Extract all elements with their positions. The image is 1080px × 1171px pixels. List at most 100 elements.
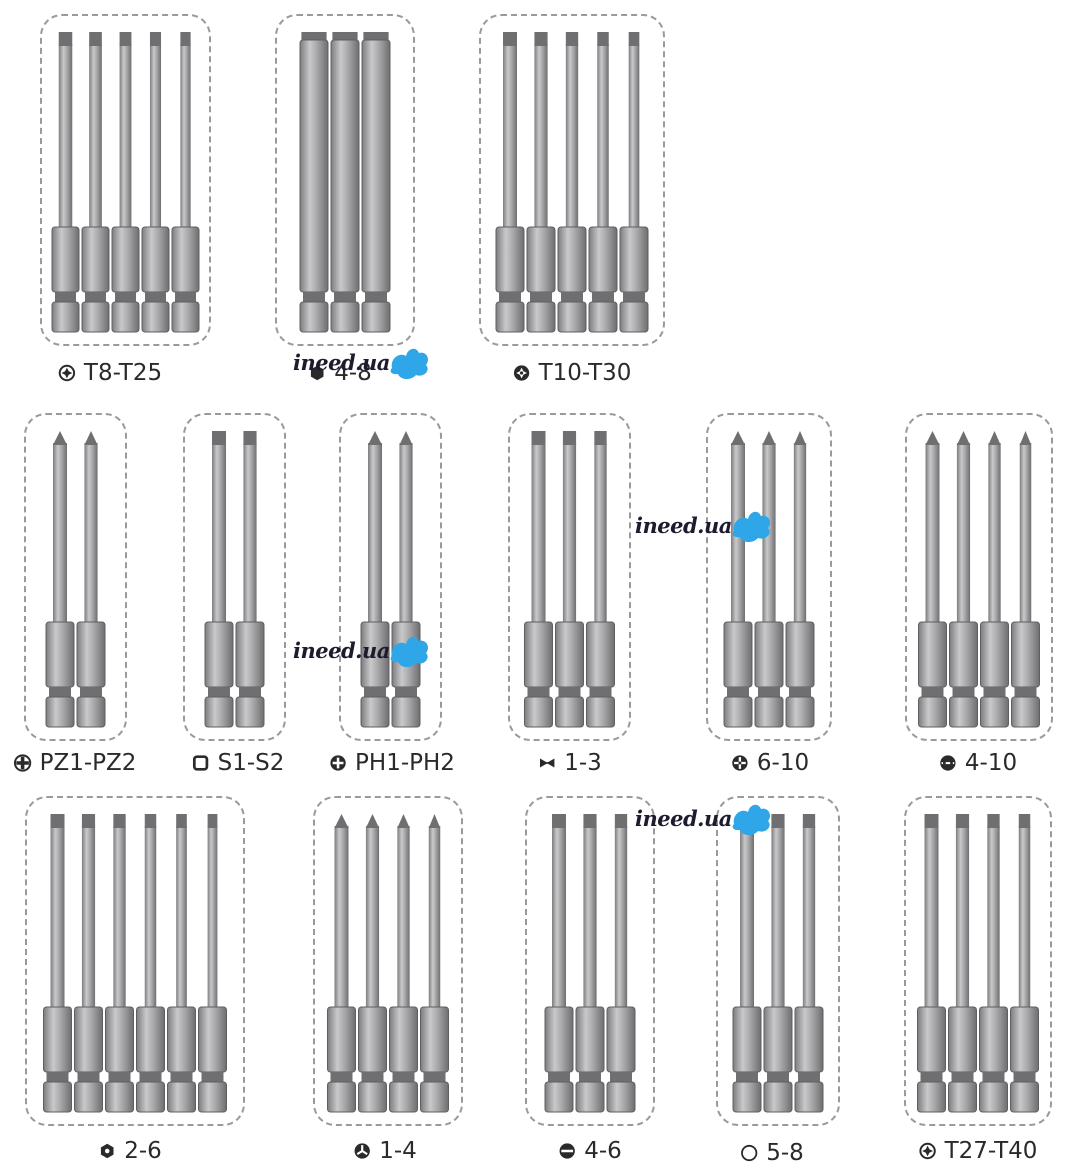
bit-set-image: [360, 431, 421, 728]
bit-group-torx-t10-t30: [479, 14, 665, 346]
screwdriver-bit: [198, 814, 227, 1113]
group-label-s1-s2: S1-S2: [192, 748, 284, 778]
screwdriver-bit: [51, 32, 80, 333]
bit-group-phillips: [339, 413, 442, 741]
bit-set-image: [917, 814, 1039, 1113]
screwdriver-bit: [544, 814, 574, 1113]
screwdriver-bit: [948, 814, 977, 1113]
bit-group-cross-slot: [706, 413, 832, 741]
screwdriver-bit: [76, 431, 106, 728]
screwdriver-bit: [763, 814, 793, 1113]
group-label-1-3: 1-3: [538, 748, 602, 778]
watermark: ineed.ua: [293, 342, 432, 382]
group-label-pz1-pz2: PZ1-PZ2: [13, 748, 136, 778]
screwdriver-bit: [495, 32, 525, 333]
screwdriver-bit: [588, 32, 618, 333]
screwdriver-bit: [619, 32, 649, 333]
group-label-2-6: 2-6: [98, 1136, 162, 1166]
screwdriver-bit: [785, 431, 815, 728]
screwdriver-bit: [171, 32, 200, 333]
group-label-5-8: 5-8: [740, 1138, 804, 1168]
torx-icon: [58, 364, 76, 382]
screwdriver-bit: [557, 32, 587, 333]
group-label-t27-t40: T27-T40: [919, 1136, 1037, 1166]
screwdriver-bit: [732, 814, 762, 1113]
screwdriver-bit: [358, 814, 387, 1113]
screwdriver-bit: [235, 431, 265, 728]
group-label-ph1-ph2: PH1-PH2: [329, 748, 455, 778]
bit-set-image: [43, 814, 227, 1113]
screwdriver-bit: [45, 431, 75, 728]
blue-splash-icon: [390, 636, 428, 668]
screwdriver-bit: [391, 431, 421, 728]
screwdriver-bit: [141, 32, 170, 333]
screwdriver-bit: [1011, 431, 1040, 728]
circle-icon: [741, 1144, 758, 1162]
screwdriver-bit: [575, 814, 605, 1113]
screwdriver-bit: [167, 814, 196, 1113]
bit-set-image: [299, 32, 391, 333]
cross-slot-icon: [732, 755, 748, 771]
blue-splash-icon: [732, 511, 770, 543]
bit-group-hex-4-8: [275, 14, 415, 346]
screwdriver-bit: [723, 431, 753, 728]
bit-set-image: [544, 814, 636, 1113]
blue-splash-icon: [390, 348, 428, 380]
screwdriver-bit: [918, 431, 947, 728]
bit-set-image: [204, 431, 265, 728]
watermark: ineed.ua: [293, 630, 432, 670]
screwdriver-bit: [420, 814, 449, 1113]
watermark: ineed.ua: [635, 798, 774, 838]
screwdriver-bit: [74, 814, 103, 1113]
group-label-t10-t30: T10-T30: [513, 358, 631, 388]
group-label-4-10: 4-10: [939, 748, 1017, 778]
group-label-1-4: 1-4: [353, 1136, 417, 1166]
bit-set-image: [51, 32, 200, 333]
group-label-4-6: 4-6: [558, 1136, 622, 1166]
bit-group-slotted: [525, 796, 655, 1126]
screwdriver-bit: [111, 32, 140, 333]
screwdriver-bit: [389, 814, 418, 1113]
screwdriver-bit: [136, 814, 165, 1113]
screwdriver-bit: [524, 431, 553, 728]
screwdriver-bit: [43, 814, 72, 1113]
group-label-4-8: 4-8: [308, 358, 372, 388]
watermark: ineed.ua: [635, 505, 774, 545]
blue-splash-icon: [732, 804, 770, 836]
bit-group-hex-2-6: [25, 796, 245, 1126]
square-icon: [192, 755, 209, 771]
screwdriver-bit: [361, 32, 391, 333]
bit-group-round: [716, 796, 840, 1126]
spanner-icon: [940, 755, 956, 771]
bit-set-image: [45, 431, 106, 728]
group-label-6-10: 6-10: [731, 748, 809, 778]
bit-group-spanner: [905, 413, 1053, 741]
bit-group-bowtie: [508, 413, 631, 741]
bit-set-image: [495, 32, 649, 333]
slotted-icon: [559, 1143, 575, 1159]
hexagon-icon: [100, 1143, 114, 1159]
bit-set-image: [327, 814, 449, 1113]
screwdriver-bit: [555, 431, 584, 728]
bit-set-image: [524, 431, 615, 728]
screwdriver-bit: [794, 814, 824, 1113]
bit-set-image: [723, 431, 815, 728]
screwdriver-bit: [917, 814, 946, 1113]
screwdriver-bit: [980, 431, 1009, 728]
screwdriver-bit: [105, 814, 134, 1113]
bit-group-square: [183, 413, 286, 741]
bit-group-torx-t27-t40: [904, 796, 1052, 1126]
tri-wing-icon: [354, 1143, 370, 1159]
screwdriver-bit: [526, 32, 556, 333]
hex-icon: [310, 365, 324, 381]
torx-large-icon: [919, 1142, 936, 1160]
screwdriver-bit: [1010, 814, 1039, 1113]
screwdriver-bit: [949, 431, 978, 728]
screwdriver-bit: [754, 431, 784, 728]
screwdriver-bit: [81, 32, 110, 333]
bit-set-image: [732, 814, 824, 1113]
bit-group-torx-t8-t25: [40, 14, 211, 346]
group-label-t8-t25: T8-T25: [58, 358, 162, 388]
bit-group-pozidriv: [24, 413, 127, 741]
pozidriv-icon: [13, 754, 32, 772]
